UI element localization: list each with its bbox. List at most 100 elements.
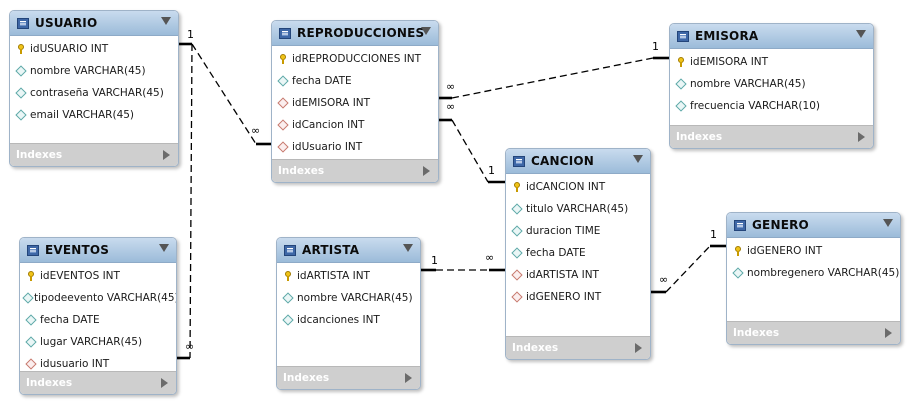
table-usuario[interactable]: USUARIO idUSUARIO INT nombre VARCHAR(45)… — [9, 10, 179, 167]
column-row[interactable]: lugar VARCHAR(45) — [20, 331, 176, 353]
column-row[interactable]: nombre VARCHAR(45) — [10, 60, 178, 82]
indexes-section[interactable]: Indexes — [272, 159, 438, 182]
column-row[interactable]: frecuencia VARCHAR(10) — [670, 95, 873, 117]
column-icon — [22, 292, 34, 304]
table-header[interactable]: USUARIO — [10, 11, 178, 36]
column-label: fecha DATE — [526, 247, 586, 259]
rel-usuario-reproducciones-many: ∞ — [251, 124, 260, 137]
table-title: GENERO — [752, 218, 809, 232]
column-row[interactable]: idARTISTA INT — [506, 264, 650, 286]
primary-key-icon — [510, 182, 524, 192]
column-label: fecha DATE — [292, 75, 352, 87]
column-row[interactable]: fecha DATE — [272, 70, 438, 92]
chevron-down-icon[interactable] — [856, 30, 866, 38]
indexes-section[interactable]: Indexes — [506, 336, 650, 359]
column-row[interactable]: idEMISORA INT — [670, 51, 873, 73]
column-row[interactable]: idCancion INT — [272, 114, 438, 136]
table-title: USUARIO — [35, 16, 98, 30]
column-row[interactable]: titulo VARCHAR(45) — [506, 198, 650, 220]
column-row[interactable]: fecha DATE — [20, 309, 176, 331]
column-row[interactable]: nombregenero VARCHAR(45) — [727, 262, 900, 284]
rel-emisora-reproducciones-one: 1 — [652, 40, 659, 53]
table-reproducciones[interactable]: REPRODUCCIONES idREPRODUCCIONES INT fech… — [271, 20, 439, 183]
column-icon — [24, 314, 38, 326]
table-header[interactable]: REPRODUCCIONES — [272, 21, 438, 46]
column-row[interactable]: idEVENTOS INT — [20, 265, 176, 287]
indexes-section[interactable]: Indexes — [10, 143, 178, 166]
indexes-section[interactable]: Indexes — [277, 366, 420, 389]
expand-arrow-icon[interactable] — [161, 378, 168, 388]
chevron-down-icon[interactable] — [161, 17, 171, 25]
column-row[interactable]: idUsuario INT — [272, 136, 438, 158]
column-row[interactable]: idusuario INT — [20, 353, 176, 375]
expand-arrow-icon[interactable] — [423, 166, 430, 176]
foreign-key-icon — [510, 291, 524, 303]
table-header[interactable]: EVENTOS — [20, 238, 176, 263]
rel-genero-cancion-many: ∞ — [659, 273, 668, 286]
expand-arrow-icon[interactable] — [858, 132, 865, 142]
table-title: ARTISTA — [302, 243, 360, 257]
rel-usuario-eventos[interactable] — [189, 43, 193, 359]
column-row[interactable]: tipodeevento VARCHAR(45) — [20, 287, 176, 309]
column-row[interactable]: contraseña VARCHAR(45) — [10, 82, 178, 104]
column-row[interactable]: idREPRODUCCIONES INT — [272, 48, 438, 70]
rel-genero-cancion[interactable] — [665, 245, 711, 293]
expand-arrow-icon[interactable] — [885, 328, 892, 338]
column-row[interactable]: email VARCHAR(45) — [10, 104, 178, 126]
rel-emisora-reproducciones[interactable] — [451, 57, 654, 99]
chevron-down-icon[interactable] — [421, 27, 431, 35]
indexes-label: Indexes — [16, 149, 63, 161]
column-icon — [674, 78, 688, 90]
chevron-down-icon[interactable] — [403, 244, 413, 252]
column-row[interactable]: idEMISORA INT — [272, 92, 438, 114]
rel-usuario-reproducciones-one: 1 — [187, 28, 194, 41]
chevron-down-icon[interactable] — [883, 219, 893, 227]
indexes-section[interactable]: Indexes — [727, 321, 900, 344]
indexes-label: Indexes — [278, 165, 325, 177]
column-row[interactable]: idGENERO INT — [506, 286, 650, 308]
expand-arrow-icon[interactable] — [163, 150, 170, 160]
table-header[interactable]: CANCION — [506, 149, 650, 174]
column-list: idARTISTA INT nombre VARCHAR(45) idcanci… — [277, 263, 420, 331]
indexes-label: Indexes — [283, 372, 330, 384]
column-label: idEMISORA INT — [690, 56, 769, 68]
table-header[interactable]: ARTISTA — [277, 238, 420, 263]
column-label: duracion TIME — [526, 225, 601, 237]
primary-key-icon — [674, 57, 688, 67]
expand-arrow-icon[interactable] — [405, 373, 412, 383]
rel-cancion-reproducciones[interactable] — [451, 119, 489, 183]
column-row[interactable]: fecha DATE — [506, 242, 650, 264]
indexes-label: Indexes — [26, 377, 73, 389]
expand-arrow-icon[interactable] — [635, 343, 642, 353]
column-row[interactable]: nombre VARCHAR(45) — [277, 287, 420, 309]
table-header[interactable]: GENERO — [727, 213, 900, 238]
chevron-down-icon[interactable] — [633, 155, 643, 163]
column-icon — [510, 247, 524, 259]
table-title: EVENTOS — [45, 243, 110, 257]
column-row[interactable]: idARTISTA INT — [277, 265, 420, 287]
table-title: EMISORA — [695, 29, 759, 43]
column-icon — [14, 87, 28, 99]
table-cancion[interactable]: CANCION idCANCION INT titulo VARCHAR(45)… — [505, 148, 651, 360]
column-row[interactable]: idcanciones INT — [277, 309, 420, 331]
table-header[interactable]: EMISORA — [670, 24, 873, 49]
indexes-section[interactable]: Indexes — [20, 371, 176, 394]
table-icon — [27, 244, 39, 256]
table-artista[interactable]: ARTISTA idARTISTA INT nombre VARCHAR(45)… — [276, 237, 421, 390]
column-row[interactable]: nombre VARCHAR(45) — [670, 73, 873, 95]
rel-artista-cancion-one: 1 — [431, 254, 438, 267]
table-genero[interactable]: GENERO idGENERO INT nombregenero VARCHAR… — [726, 212, 901, 345]
column-row[interactable]: idCANCION INT — [506, 176, 650, 198]
indexes-label: Indexes — [733, 327, 780, 339]
column-row[interactable]: idGENERO INT — [727, 240, 900, 262]
column-label: lugar VARCHAR(45) — [40, 336, 143, 348]
chevron-down-icon[interactable] — [159, 244, 169, 252]
indexes-section[interactable]: Indexes — [670, 125, 873, 148]
column-row[interactable]: idUSUARIO INT — [10, 38, 178, 60]
column-row[interactable]: duracion TIME — [506, 220, 650, 242]
primary-key-icon — [276, 54, 290, 64]
table-eventos[interactable]: EVENTOS idEVENTOS INT tipodeevento VARCH… — [19, 237, 177, 395]
table-emisora[interactable]: EMISORA idEMISORA INT nombre VARCHAR(45)… — [669, 23, 874, 149]
rel-usuario-reproducciones[interactable] — [191, 43, 257, 145]
